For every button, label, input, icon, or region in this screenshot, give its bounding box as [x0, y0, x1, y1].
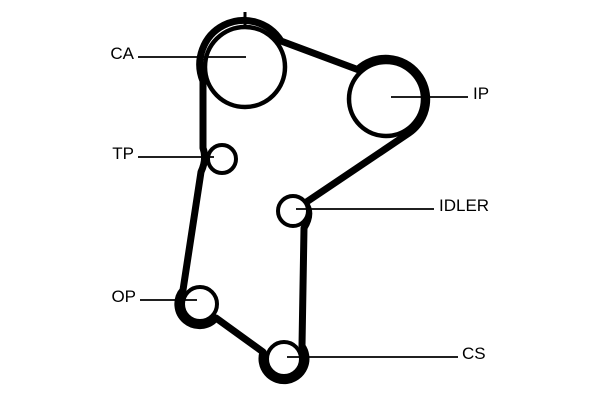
ip-pulley-circle	[346, 59, 426, 139]
tp-label: TP	[112, 144, 134, 163]
ca-label: CA	[110, 44, 134, 63]
ca-pulley-circle	[202, 24, 288, 110]
op-label: OP	[111, 287, 136, 306]
ip-label: IP	[473, 84, 489, 103]
tp-pulley-circle	[206, 143, 238, 175]
op-pulley-circle	[181, 285, 219, 323]
cs-label: CS	[462, 344, 486, 363]
idler-pulley-circle	[276, 194, 310, 228]
cs-pulley-circle	[265, 340, 303, 378]
idler-label: IDLER	[439, 196, 489, 215]
